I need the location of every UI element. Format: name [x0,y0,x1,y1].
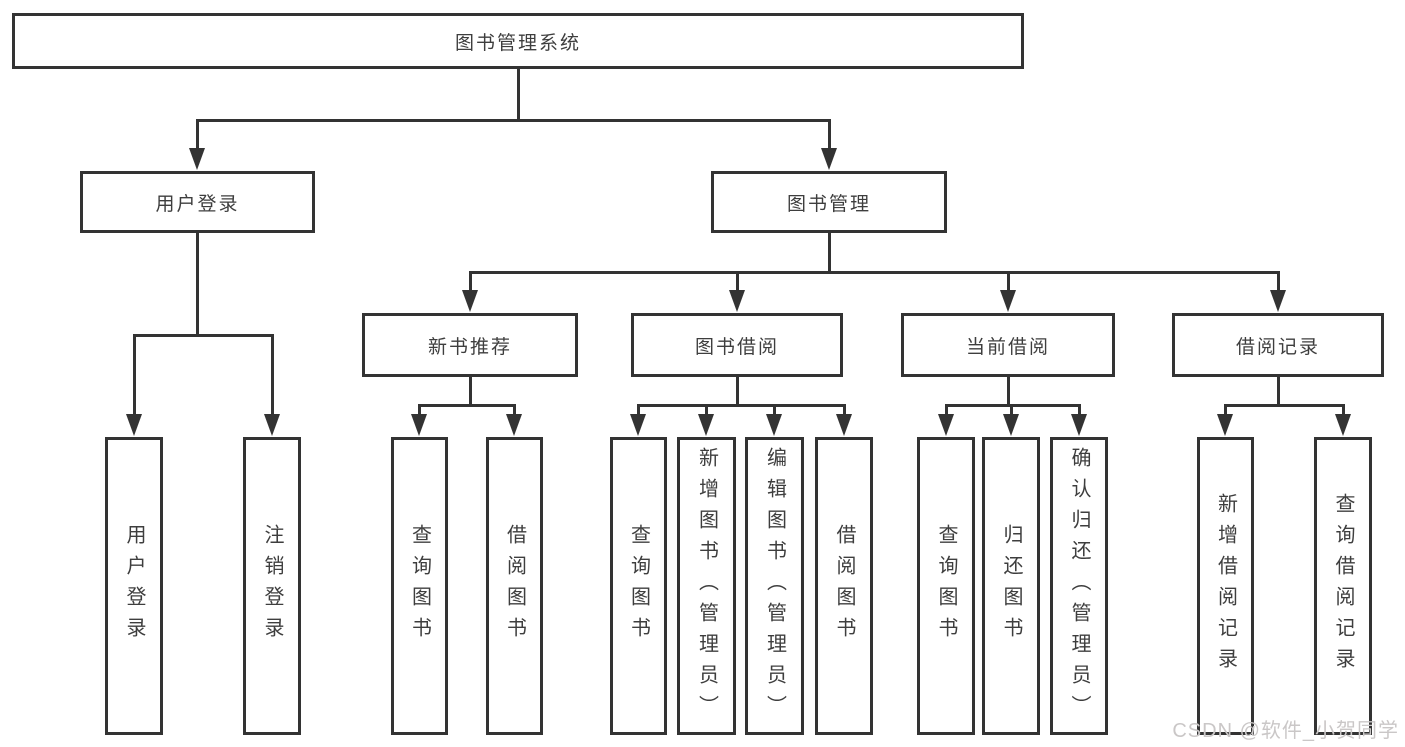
connector-hline [945,404,1081,407]
arrow-down-icon [1003,414,1019,436]
connector-vline [469,377,472,407]
connector-arrow-stem [418,405,421,418]
connector-arrow-stem [1010,405,1013,418]
node-book-borrow-label: 图书借阅 [694,336,779,358]
arrow-down-icon [766,414,782,436]
leaf-bor-query-book: 查询图书 [610,437,667,735]
node-borrow-record: 借阅记录 [1172,313,1384,377]
connector-vline [196,233,199,337]
leaf-record-add-label: 新增借阅记录 [1214,493,1237,679]
leaf-cur-query-book: 查询图书 [917,437,975,735]
node-user-login: 用户登录 [80,171,315,233]
csdn-watermark: CSDN @软件_小贺同学 [1172,720,1399,742]
connector-arrow-stem [945,405,948,418]
connector-arrow-stem [1007,272,1010,294]
node-new-book-rec-label: 新书推荐 [427,336,512,358]
arrow-down-icon [264,414,280,436]
connector-hline [196,119,831,122]
leaf-rec-borrow-book-label: 借阅图书 [503,524,526,648]
leaf-bor-edit-book: 编辑图书（管理员） [745,437,804,735]
arrow-down-icon [506,414,522,436]
leaf-bor-add-book-label: 新增图书（管理员） [695,446,718,726]
connector-arrow-stem [843,405,846,418]
connector-arrow-stem [133,335,136,418]
leaf-cur-return-book: 归还图书 [982,437,1040,735]
connector-arrow-stem [271,335,274,418]
connector-hline [418,404,516,407]
connector-vline [828,233,831,274]
connector-arrow-stem [196,120,199,152]
arrow-down-icon [462,290,478,312]
leaf-user-login-label: 用户登录 [123,524,145,648]
connector-arrow-stem [773,405,776,418]
arrow-down-icon [729,290,745,312]
node-current-borrow: 当前借阅 [901,313,1115,377]
leaf-rec-borrow-book: 借阅图书 [486,437,543,735]
arrow-down-icon [1071,414,1087,436]
arrow-down-icon [126,414,142,436]
connector-arrow-stem [513,405,516,418]
leaf-cur-return-book-label: 归还图书 [1000,524,1022,648]
node-borrow-record-label: 借阅记录 [1235,336,1320,358]
arrow-down-icon [1335,414,1351,436]
connector-vline [517,69,520,122]
connector-hline [637,404,846,407]
leaf-logout-login-label: 注销登录 [261,524,283,648]
connector-vline [1007,377,1010,407]
arrow-down-icon [411,414,427,436]
leaf-bor-query-book-label: 查询图书 [627,524,650,648]
node-root: 图书管理系统 [12,13,1024,69]
arrow-down-icon [189,148,205,170]
arrow-down-icon [821,148,837,170]
node-book-mgmt: 图书管理 [711,171,947,233]
connector-arrow-stem [1277,272,1280,294]
arrow-down-icon [836,414,852,436]
leaf-record-query-label: 查询借阅记录 [1332,493,1354,679]
node-book-borrow: 图书借阅 [631,313,843,377]
leaf-bor-edit-book-label: 编辑图书（管理员） [763,446,786,726]
leaf-rec-query-book-label: 查询图书 [408,524,431,648]
arrow-down-icon [1217,414,1233,436]
leaf-record-query: 查询借阅记录 [1314,437,1372,735]
node-current-borrow-label: 当前借阅 [965,336,1050,358]
connector-hline [469,271,1280,274]
leaf-bor-borrow-book-label: 借阅图书 [833,524,855,648]
arrow-down-icon [1000,290,1016,312]
arrow-down-icon [698,414,714,436]
leaf-user-login: 用户登录 [105,437,163,735]
leaf-cur-query-book-label: 查询图书 [935,524,957,648]
connector-arrow-stem [637,405,640,418]
leaf-bor-add-book: 新增图书（管理员） [677,437,736,735]
connector-vline [1277,377,1280,407]
leaf-bor-borrow-book: 借阅图书 [815,437,873,735]
leaf-logout-login: 注销登录 [243,437,301,735]
connector-arrow-stem [469,272,472,294]
connector-arrow-stem [1342,405,1345,418]
leaf-cur-confirm-return-label: 确认归还（管理员） [1068,446,1090,726]
node-new-book-rec: 新书推荐 [362,313,578,377]
connector-vline [736,377,739,407]
connector-arrow-stem [736,272,739,294]
connector-hline [1224,404,1345,407]
node-book-mgmt-label: 图书管理 [786,193,871,215]
arrow-down-icon [938,414,954,436]
leaf-record-add: 新增借阅记录 [1197,437,1254,735]
connector-arrow-stem [1078,405,1081,418]
node-root-label: 图书管理系统 [454,32,581,54]
arrow-down-icon [630,414,646,436]
leaf-cur-confirm-return: 确认归还（管理员） [1050,437,1108,735]
arrow-down-icon [1270,290,1286,312]
connector-arrow-stem [1224,405,1227,418]
connector-arrow-stem [705,405,708,418]
leaf-rec-query-book: 查询图书 [391,437,448,735]
node-user-login-label: 用户登录 [155,193,240,215]
connector-arrow-stem [828,120,831,152]
connector-hline [133,334,274,337]
